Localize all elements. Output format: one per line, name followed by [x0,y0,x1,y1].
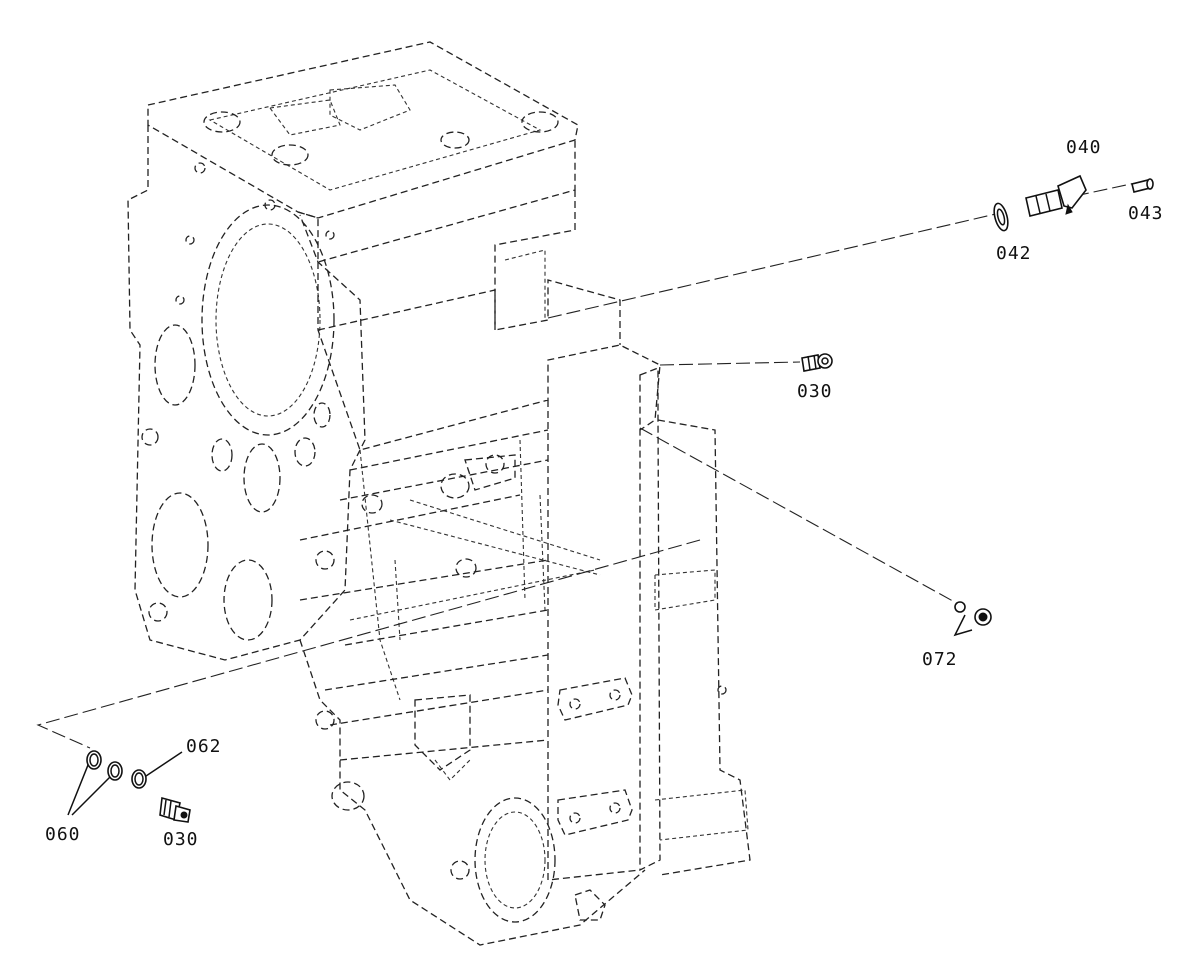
leader-lower-left [36,539,701,749]
leader-072-tick [953,614,973,637]
housing-top-face [147,41,579,219]
leader-sensor-axis-2 [1074,181,1141,197]
label-043: 043 [1128,203,1164,224]
lower-bore [474,797,556,923]
leader-072 [639,427,961,606]
lug-lower [557,789,633,836]
label-072: 072 [922,649,958,670]
leader-060-b [71,774,113,816]
part-042-gasket [993,202,1009,232]
housing-left-flange [127,125,366,661]
part-062-seal-ring [131,769,147,789]
part-030-plug-upper [801,353,833,372]
leader-060-a [67,759,91,816]
part-labels: 040 042 043 030 072 062 060 030 [45,137,1164,850]
main-bore [201,204,335,436]
housing-lower-body [299,639,646,946]
leader-sensor-axis [547,212,1001,319]
label-040: 040 [1066,137,1102,158]
label-030-upper: 030 [797,381,833,402]
leader-030-upper [659,361,801,366]
label-030-lower: 030 [163,829,199,850]
lug-upper [557,677,633,721]
transmission-housing [127,41,751,946]
housing-front-face [317,262,661,451]
label-042: 042 [996,243,1032,264]
part-030-plug-lower [159,796,191,823]
housing-top-front [297,140,576,263]
part-072-plug [954,601,992,626]
part-040-sensor [1025,174,1087,217]
part-043-screw [1131,178,1154,193]
leader-lines [36,181,1141,816]
part-060-seal-rings [86,750,123,781]
label-062: 062 [186,736,222,757]
housing-right-column [639,367,661,872]
housing-web-ribs [299,429,549,646]
label-060: 060 [45,824,81,845]
leader-062 [139,751,183,781]
